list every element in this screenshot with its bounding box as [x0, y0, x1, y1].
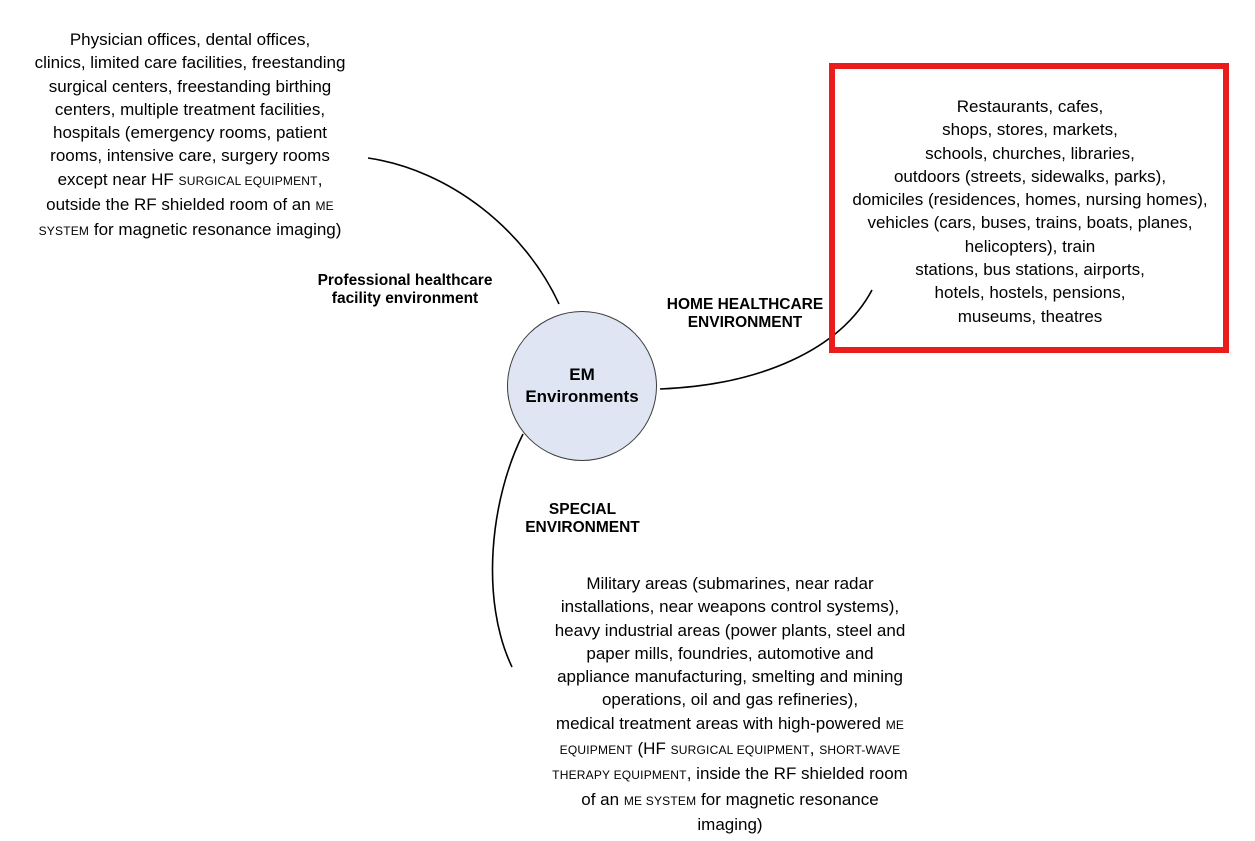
text-line: rooms, intensive care, surgery rooms — [50, 146, 330, 166]
label-line: Professional healthcare — [317, 272, 493, 289]
text-line: EQUIPMENT (HF SURGICAL EQUIPMENT, SHORT-… — [520, 737, 940, 762]
text-segment: for magnetic resonance — [696, 789, 879, 809]
label-line: SPECIAL — [548, 501, 617, 518]
text-line: except near HF SURGICAL EQUIPMENT, — [10, 168, 370, 193]
text-segment: , — [809, 739, 820, 759]
label-line: HOME HEALTHCARE — [666, 296, 824, 313]
label-line: ENVIRONMENT — [525, 519, 640, 536]
connector-home — [659, 289, 873, 390]
text-segment: , — [317, 169, 323, 189]
text-segment: (HF — [632, 739, 671, 759]
text-line: shops, stores, markets, — [942, 120, 1118, 140]
center-title-line2: Environments — [525, 387, 639, 406]
text-line: stations, bus stations, airports, — [915, 260, 1145, 280]
special-description: Military areas (submarines, near radar i… — [520, 572, 940, 836]
text-line: SYSTEM for magnetic resonance imaging) — [10, 218, 370, 243]
text-line: Physician offices, dental offices, — [69, 30, 311, 49]
text-line: Military areas (submarines, near radar — [586, 574, 874, 593]
text-line: imaging) — [697, 814, 763, 834]
text-line: hotels, hostels, pensions, — [934, 283, 1126, 303]
small-caps-term: ME SYSTEM — [623, 793, 697, 808]
label-line: ENVIRONMENT — [687, 314, 803, 331]
small-caps-term: SHORT-WAVE — [819, 743, 901, 758]
text-line: of an ME SYSTEM for magnetic resonance — [520, 788, 940, 813]
text-line: heavy industrial areas (power plants, st… — [554, 620, 906, 640]
text-line: medical treatment areas with high-powere… — [520, 712, 940, 737]
small-caps-term: ME — [315, 199, 334, 214]
text-line: surgical centers, freestanding birthing — [48, 76, 332, 96]
center-title-line1: EM — [569, 365, 595, 384]
text-line: domiciles (residences, homes, nursing ho… — [852, 190, 1208, 210]
text-line: hospitals (emergency rooms, patient — [52, 123, 328, 143]
text-segment: for magnetic resonance imaging) — [89, 220, 342, 240]
small-caps-term: SURGICAL EQUIPMENT — [178, 173, 318, 188]
professional-description: Physician offices, dental offices, clini… — [10, 28, 370, 244]
text-line: vehicles (cars, buses, trains, boats, pl… — [867, 213, 1193, 233]
text-segment: medical treatment areas with high-powere… — [555, 713, 886, 733]
text-line: paper mills, foundries, automotive and — [586, 643, 874, 663]
text-line: Restaurants, cafes, — [956, 97, 1104, 116]
text-line: museums, theatres — [957, 306, 1103, 326]
home-highlight-box — [829, 63, 1229, 353]
connector-special — [491, 433, 524, 668]
text-line: schools, churches, libraries, — [925, 143, 1135, 163]
connector-professional — [367, 157, 560, 305]
text-line: operations, oil and gas refineries), — [601, 690, 859, 710]
text-line: THERAPY EQUIPMENT, inside the RF shielde… — [520, 762, 940, 787]
text-line: clinics, limited care facilities, freest… — [34, 53, 346, 73]
home-label: HOME HEALTHCARE ENVIRONMENT — [650, 296, 840, 332]
professional-label: Professional healthcare facility environ… — [295, 272, 515, 308]
text-line: appliance manufacturing, smelting and mi… — [557, 667, 903, 687]
home-description: Restaurants, cafes, shops, stores, marke… — [834, 95, 1226, 328]
text-line: outdoors (streets, sidewalks, parks), — [893, 166, 1167, 186]
text-segment: , inside the RF shielded room — [686, 764, 908, 784]
small-caps-term: ME — [885, 717, 905, 732]
text-line: outside the RF shielded room of an ME — [10, 193, 370, 218]
label-line: facility environment — [331, 290, 479, 307]
em-environments-node: EM Environments — [507, 311, 657, 461]
small-caps-term: SURGICAL EQUIPMENT — [670, 743, 810, 758]
text-segment: except near HF — [57, 169, 179, 189]
small-caps-term: THERAPY EQUIPMENT — [552, 768, 687, 783]
text-line: helicopters), train — [964, 236, 1096, 256]
text-segment: of an — [581, 789, 624, 809]
text-segment: outside the RF shielded room of an — [46, 195, 316, 215]
text-line: installations, near weapons control syst… — [560, 597, 900, 617]
small-caps-term: SYSTEM — [38, 224, 90, 239]
small-caps-term: EQUIPMENT — [559, 743, 633, 758]
text-line: centers, multiple treatment facilities, — [54, 99, 326, 119]
special-label: SPECIAL ENVIRONMENT — [515, 501, 650, 537]
